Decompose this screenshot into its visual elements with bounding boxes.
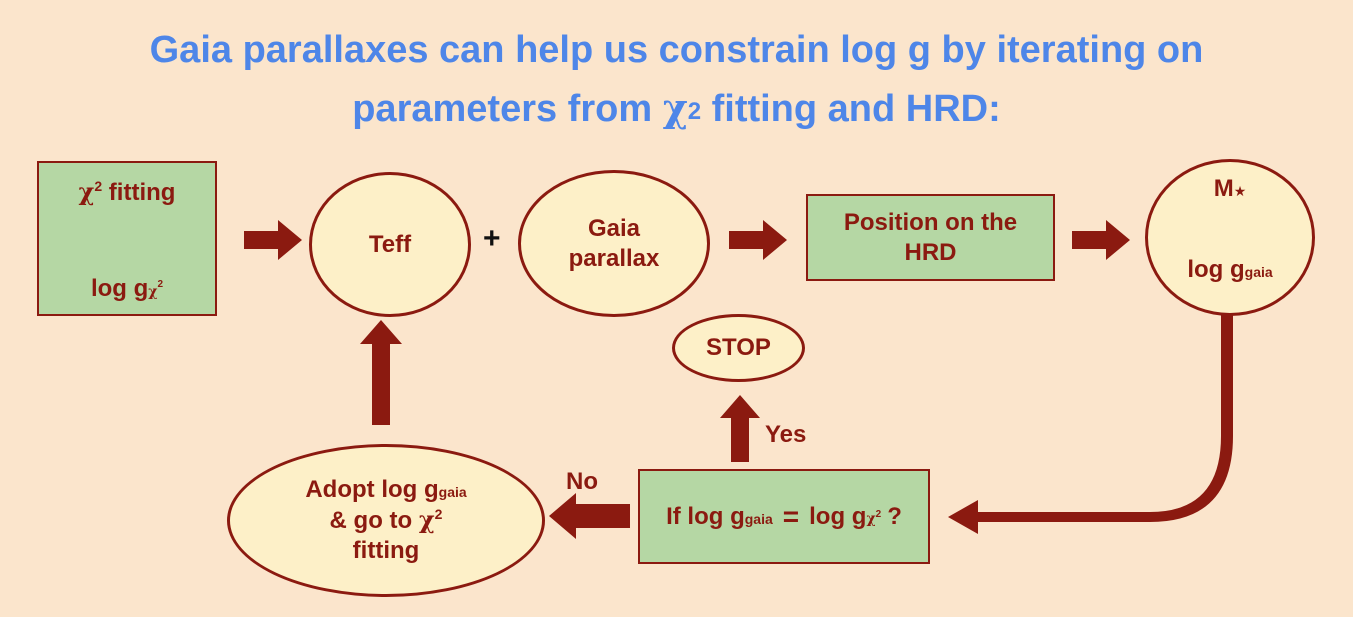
- adopt-line2-chi: χ: [418, 505, 435, 534]
- title-line-2: parameters from χ2 fitting and HRD:: [0, 86, 1353, 136]
- chi2-box-chi: χ: [78, 177, 95, 206]
- adopt-line3: fitting: [352, 537, 420, 564]
- teff-ellipse: Teff: [309, 172, 471, 317]
- decision-sub1: gaia: [744, 510, 773, 527]
- arrow-adopt-to-teff: [360, 320, 402, 425]
- mstar-log-g-gaia: log ggaia: [1187, 255, 1272, 285]
- mstar-log-g-text: log g: [1187, 256, 1245, 283]
- gaia-parallax-line2: parallax: [568, 244, 660, 272]
- adopt-line1-sub: gaia: [438, 484, 467, 500]
- star-icon: ★: [1233, 183, 1247, 199]
- hrd-position-box: Position on the HRD: [806, 194, 1055, 281]
- no-label: No: [566, 468, 598, 495]
- chi2-box-sup: 2: [94, 178, 103, 194]
- title-chi-superscript: 2: [687, 98, 702, 125]
- gaia-parallax-ellipse: Gaia parallax: [518, 170, 710, 317]
- hrd-line2: HRD: [904, 238, 957, 266]
- title-line-2-post: fitting and HRD:: [701, 88, 1001, 130]
- mstar-label: M★: [1214, 174, 1247, 204]
- stop-label: STOP: [706, 334, 771, 361]
- title-line-1: Gaia parallaxes can help us constrain lo…: [149, 29, 1204, 71]
- chi2-box-log-g-subsup: 2: [157, 279, 164, 290]
- arrow-decision-to-stop: [720, 395, 760, 462]
- plus-sign: +: [483, 222, 501, 255]
- title-chi-symbol: χ: [662, 85, 688, 130]
- mstar-ellipse: M★ log ggaia: [1145, 159, 1315, 316]
- teff-label: Teff: [368, 230, 412, 258]
- decision-equals: =: [782, 501, 800, 532]
- yes-label: Yes: [765, 421, 807, 448]
- decision-question: ?: [887, 502, 902, 530]
- adopt-line2-pre: & go to: [329, 507, 419, 534]
- title-line-2-pre: parameters from: [352, 88, 663, 130]
- arrow-parallax-to-hrd: [729, 220, 787, 260]
- mstar-log-g-sub: gaia: [1244, 264, 1273, 280]
- hrd-line1: Position on the: [843, 208, 1018, 236]
- adopt-line2: & go to χ2: [330, 505, 443, 536]
- adopt-line1: Adopt log ggaia: [305, 475, 466, 505]
- chi2-box-log-g: log gχ2: [91, 274, 163, 304]
- chi2-box-log-g-sub: χ: [148, 284, 158, 300]
- decision-sub2: χ: [866, 510, 876, 527]
- arrow-chi2-to-teff: [244, 220, 302, 260]
- decision-sub2sup: 2: [875, 509, 882, 521]
- stop-ellipse: STOP: [672, 314, 805, 382]
- arrow-mstar-to-decision: [948, 315, 1233, 534]
- adopt-line1-text: Adopt log g: [305, 476, 439, 503]
- chi2-box-text: fitting: [102, 179, 176, 206]
- chi2-fitting-box: χ2 fitting log gχ2: [37, 161, 217, 316]
- decision-pre: If log g: [666, 502, 745, 530]
- arrow-hrd-to-mstar: [1072, 220, 1130, 260]
- gaia-parallax-line1: Gaia: [587, 214, 641, 242]
- decision-mid: log g: [809, 502, 867, 530]
- adopt-ellipse: Adopt log ggaia & go to χ2 fitting: [227, 444, 545, 597]
- chi2-box-log-g-text: log g: [90, 275, 149, 302]
- mstar-m: M: [1213, 175, 1234, 202]
- arrow-decision-to-adopt: [549, 493, 630, 539]
- chi2-fitting-label: χ2 fitting: [79, 177, 176, 208]
- adopt-line2-sup: 2: [434, 506, 443, 522]
